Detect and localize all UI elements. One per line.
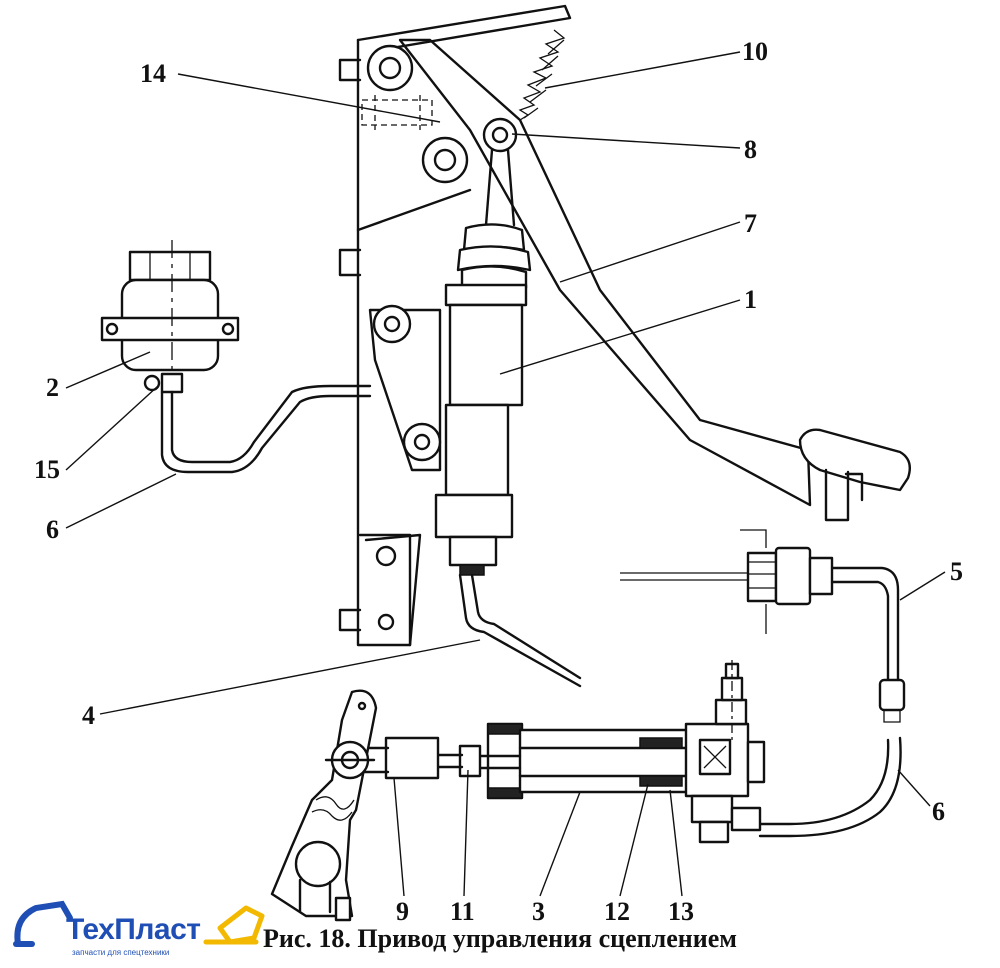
supply-hose — [160, 384, 372, 474]
callout-3: 3 — [532, 897, 545, 926]
callout-11: 11 — [450, 897, 475, 926]
callout-14: 14 — [140, 59, 166, 88]
callout-6-upper: 6 — [46, 515, 59, 544]
slave-pushrod — [358, 736, 522, 780]
reservoir — [100, 240, 240, 400]
pedal-pad — [798, 428, 911, 522]
watermark-logo: ТехПласт запчасти для спецтехники — [10, 898, 270, 964]
callout-labels: 14 10 8 7 1 2 15 6 5 4 6 9 11 3 12 13 — [34, 37, 963, 926]
pressure-hose — [758, 566, 906, 838]
callout-5: 5 — [950, 557, 963, 586]
leader-lines — [65, 51, 946, 897]
delivery-pipe — [458, 573, 582, 688]
callout-13: 13 — [668, 897, 694, 926]
callout-10: 10 — [742, 37, 768, 66]
watermark-tagline: запчасти для спецтехники — [72, 948, 170, 957]
watermark-brand: ТехПласт — [66, 913, 201, 946]
return-spring — [518, 29, 566, 121]
pedal-bracket — [338, 4, 572, 647]
callout-6-lower: 6 — [932, 797, 945, 826]
callout-1: 1 — [744, 285, 757, 314]
release-fork-lever — [270, 689, 378, 922]
master-cylinder — [434, 223, 532, 576]
callout-7: 7 — [744, 209, 757, 238]
callout-9: 9 — [396, 897, 409, 926]
pushrod-clevis — [482, 117, 518, 227]
excavator-icon — [13, 900, 265, 947]
callout-8: 8 — [744, 135, 757, 164]
bulkhead-fitting — [620, 529, 834, 634]
callout-15: 15 — [34, 455, 60, 484]
adjusting-bolt — [361, 95, 433, 130]
callout-2: 2 — [46, 373, 59, 402]
callout-12: 12 — [604, 897, 630, 926]
callout-4: 4 — [82, 701, 95, 730]
figure-caption: Рис. 18. Привод управления сцеплением — [262, 924, 737, 953]
slave-cylinder — [486, 660, 766, 844]
mounting-plate — [368, 304, 442, 472]
